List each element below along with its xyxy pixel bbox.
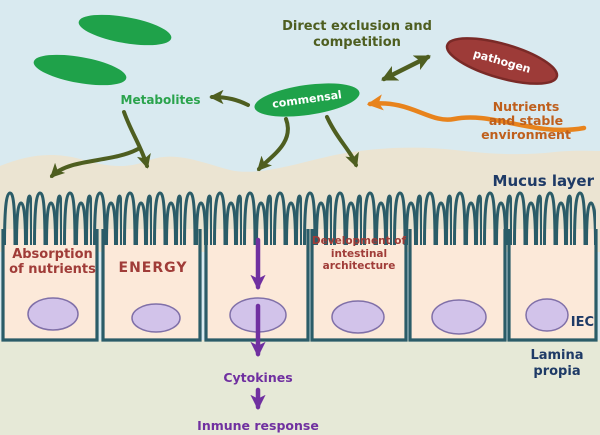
direct-exclusion-line2: competition bbox=[313, 35, 401, 50]
nutrients-label: Nutrients and stable environment bbox=[460, 100, 592, 142]
arrow-commensal-to-cell4 bbox=[325, 115, 359, 168]
lamina-propria-label: Lamina propia bbox=[521, 348, 593, 380]
nutrients-line1: Nutrients bbox=[492, 99, 560, 114]
direct-exclusion-label: Direct exclusion and competition bbox=[272, 19, 442, 51]
microvilli-brush-border bbox=[2, 186, 596, 245]
arrow-commensal-to-metabolites bbox=[209, 89, 250, 107]
lamina-propria-region bbox=[0, 340, 600, 435]
commensal-oval bbox=[254, 83, 360, 117]
arrow-metabolites-to-cell2 bbox=[122, 110, 151, 169]
absorption-line2: of nutrients bbox=[9, 261, 96, 277]
absorption-line1: Absorption bbox=[12, 247, 93, 262]
arrow-commensal-to-cell3 bbox=[257, 117, 290, 172]
cytokines-label: Cytokines bbox=[223, 370, 293, 385]
pathogen-oval bbox=[445, 37, 559, 85]
nucleus-2 bbox=[131, 303, 181, 333]
nucleus-6 bbox=[525, 298, 569, 332]
development-line3: architecture bbox=[322, 260, 396, 272]
lamina-line1: Lamina bbox=[530, 348, 584, 363]
olive-arrows bbox=[49, 54, 431, 179]
nucleus-5 bbox=[431, 299, 487, 335]
nutrients-line3: environment bbox=[481, 127, 571, 142]
iec-label: IEC bbox=[570, 315, 594, 330]
direct-exclusion-line1: Direct exclusion and bbox=[282, 19, 432, 34]
commensal-bacterium-oval-1 bbox=[78, 14, 172, 46]
energy-label: ENERGY bbox=[118, 260, 188, 276]
arrow-commensal-pathogen-double bbox=[381, 54, 431, 82]
nutrients-line2: and stable bbox=[488, 113, 564, 128]
development-line1: Development of bbox=[311, 235, 407, 247]
immune-response-label: Inmune response bbox=[197, 418, 319, 433]
arrow-nutrients-to-commensal bbox=[366, 94, 587, 133]
development-line2: intestinal bbox=[330, 247, 388, 260]
absorption-label: Absorption of nutrients bbox=[4, 247, 101, 277]
nucleus-1 bbox=[27, 297, 79, 331]
metabolites-label: Metabolites bbox=[120, 93, 201, 107]
lamina-line2: propia bbox=[533, 364, 581, 379]
arrow-metabolites-to-cell1 bbox=[49, 147, 140, 179]
mucus-layer-label: Mucus layer bbox=[492, 172, 594, 190]
commensal-bacterium-oval-2 bbox=[33, 54, 127, 86]
nucleus-4 bbox=[331, 300, 385, 334]
development-label: Development of intestinal architecture bbox=[311, 235, 407, 273]
cell-nuclei bbox=[27, 297, 569, 335]
